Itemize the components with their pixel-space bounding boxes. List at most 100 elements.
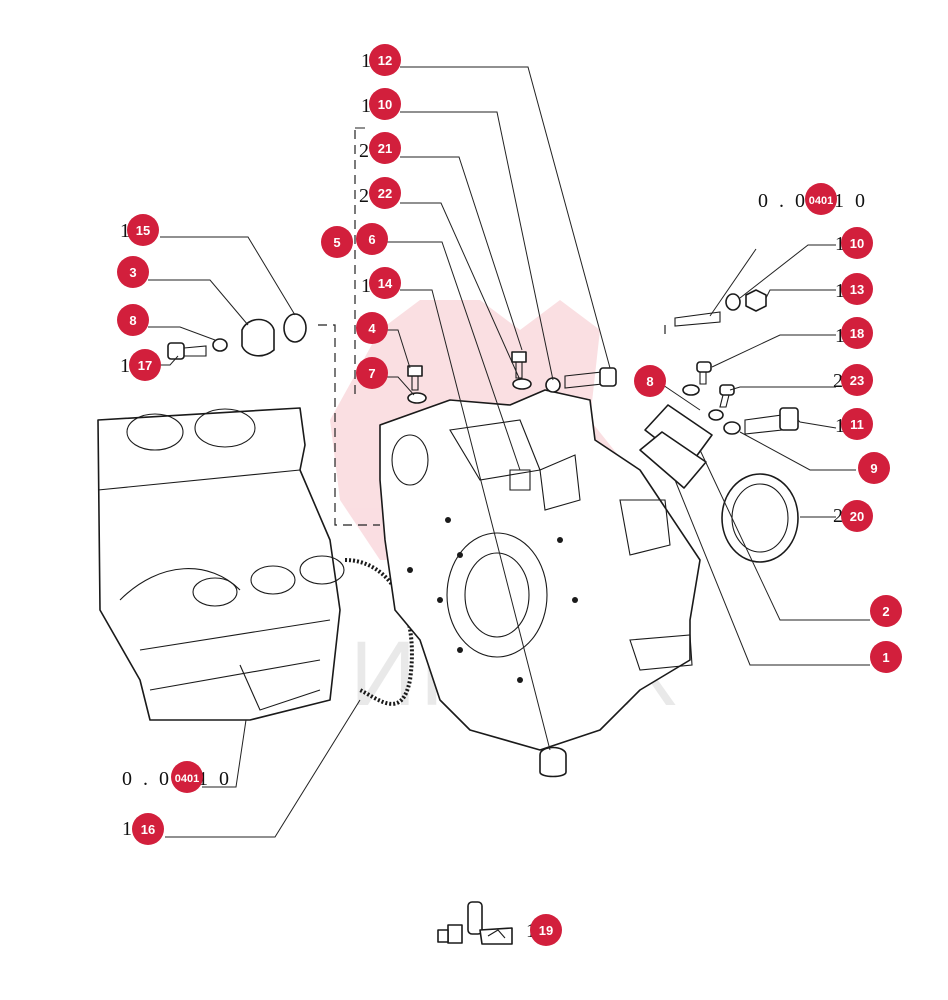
- marker-circle: [132, 813, 164, 845]
- washer-10-top: [545, 377, 561, 393]
- marker-number: 7: [368, 366, 375, 381]
- callout-marker-17[interactable]: 17: [129, 349, 161, 381]
- callout-marker-8[interactable]: 8: [117, 304, 149, 336]
- callout-marker-0401[interactable]: 0401: [805, 183, 837, 215]
- marker-number: 10: [378, 97, 392, 112]
- marker-number: 5: [333, 235, 340, 250]
- marker-number: 23: [850, 373, 864, 388]
- callout-marker-8[interactable]: 8: [634, 365, 666, 397]
- callout-marker-6[interactable]: 6: [356, 223, 388, 255]
- legend-parts-icon: [437, 901, 513, 945]
- marker-circle: [870, 641, 902, 673]
- callout-marker-10[interactable]: 10: [369, 88, 401, 120]
- marker-circle: [356, 223, 388, 255]
- marker-circle: [369, 132, 401, 164]
- marker-number: 1: [882, 650, 889, 665]
- marker-circle: [841, 227, 873, 259]
- stud-right: [674, 311, 721, 327]
- marker-circle: [841, 317, 873, 349]
- marker-circle: [634, 365, 666, 397]
- marker-number: 4: [368, 321, 376, 336]
- marker-circle: [117, 256, 149, 288]
- bolt-17: [167, 342, 207, 360]
- prefix-14: 1: [361, 275, 371, 297]
- callout-marker-13[interactable]: 13: [841, 273, 873, 305]
- marker-circle: [841, 500, 873, 532]
- marker-circle: [369, 44, 401, 76]
- callout-marker-0401[interactable]: 0401: [171, 761, 203, 793]
- washer-10-right: [725, 293, 741, 311]
- seal-20: [721, 473, 799, 563]
- callout-marker-3[interactable]: 3: [117, 256, 149, 288]
- prefix-16: 1: [122, 818, 132, 840]
- callout-marker-18[interactable]: 18: [841, 317, 873, 349]
- marker-circle: [369, 177, 401, 209]
- prefix-18: 1: [835, 325, 845, 347]
- marker-number: 0401: [175, 773, 199, 785]
- bolt-4: [407, 365, 423, 391]
- marker-number: 9: [870, 461, 877, 476]
- callout-marker-16[interactable]: 16: [132, 813, 164, 845]
- marker-circle: [870, 595, 902, 627]
- marker-number: 6: [368, 232, 375, 247]
- prefix-12: 1: [361, 50, 371, 72]
- prefix-11: 1: [835, 415, 845, 437]
- marker-number: 16: [141, 822, 155, 837]
- marker-number: 15: [136, 223, 150, 238]
- engine-block: [97, 407, 345, 721]
- callout-marker-12[interactable]: 12: [369, 44, 401, 76]
- nut-13: [745, 289, 767, 312]
- callout-marker-20[interactable]: 20: [841, 500, 873, 532]
- marker-number: 10: [850, 236, 864, 251]
- washer-8-right: [682, 384, 700, 396]
- callout-marker-10[interactable]: 10: [841, 227, 873, 259]
- callout-marker-2[interactable]: 2: [870, 595, 902, 627]
- callout-marker-23[interactable]: 23: [841, 364, 873, 396]
- callout-marker-5[interactable]: 5: [321, 226, 353, 258]
- washer-9-small: [708, 409, 724, 421]
- prefix-22: 2: [359, 185, 369, 207]
- marker-number: 0401: [809, 195, 833, 207]
- prefix-21: 2: [359, 140, 369, 162]
- marker-number: 8: [646, 374, 653, 389]
- callout-marker-11[interactable]: 11: [841, 408, 873, 440]
- marker-number: 2: [882, 604, 889, 619]
- marker-circle: [356, 357, 388, 389]
- marker-number: 19: [539, 923, 553, 938]
- callout-marker-9[interactable]: 9: [858, 452, 890, 484]
- callout-marker-22[interactable]: 22: [369, 177, 401, 209]
- marker-circle: [117, 304, 149, 336]
- prefix-17: 1: [120, 355, 130, 377]
- marker-circle: [127, 214, 159, 246]
- marker-circle: [530, 914, 562, 946]
- prefix-20: 2: [833, 505, 843, 527]
- marker-number: 14: [378, 276, 393, 291]
- marker-number: 3: [129, 265, 136, 280]
- plug-3: [241, 318, 275, 357]
- marker-number: 8: [129, 313, 136, 328]
- marker-number: 13: [850, 282, 864, 297]
- marker-circle: [171, 761, 203, 793]
- screw-18: [696, 361, 712, 385]
- marker-circle: [841, 273, 873, 305]
- callout-marker-19[interactable]: 19: [530, 914, 562, 946]
- marker-number: 12: [378, 53, 392, 68]
- prefix-23: 2: [833, 370, 843, 392]
- callout-prefixes: 1 1 2 2 1 1 1 1 1 1 2 1 2 1 1: [120, 50, 845, 942]
- callout-marker-1[interactable]: 1: [870, 641, 902, 673]
- marker-circle: [841, 408, 873, 440]
- washer-8-left: [212, 338, 228, 352]
- callout-marker-21[interactable]: 21: [369, 132, 401, 164]
- leader-lines: [148, 66, 870, 838]
- callout-marker-7[interactable]: 7: [356, 357, 388, 389]
- callout-marker-15[interactable]: 15: [127, 214, 159, 246]
- marker-circle: [841, 364, 873, 396]
- washer-7: [407, 392, 427, 404]
- callout-marker-14[interactable]: 14: [369, 267, 401, 299]
- callout-marker-4[interactable]: 4: [356, 312, 388, 344]
- marker-circle: [356, 312, 388, 344]
- marker-circle: [129, 349, 161, 381]
- bolt-12: [564, 367, 617, 389]
- marker-number: 20: [850, 509, 864, 524]
